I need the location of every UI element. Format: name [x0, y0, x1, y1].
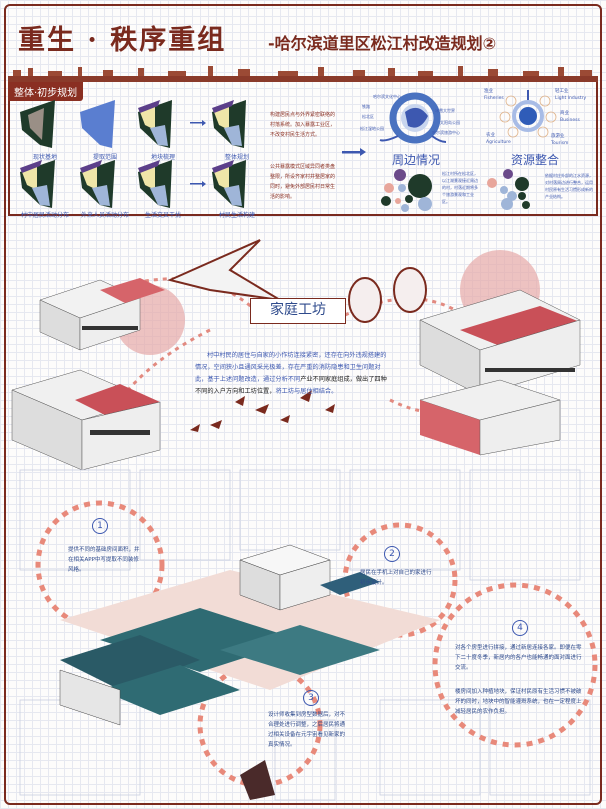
poster-title: 重生 · 秩序重组: [18, 25, 227, 56]
resources-text: 依据村庄外部的江水资源，对村落周边进行整合，运用村民原有生活习惯形成新的产业结构…: [545, 173, 593, 199]
map-label: 外来人员活动分布: [80, 212, 129, 219]
map-label: 地块梳理: [150, 154, 175, 161]
surroundings-label: 太阳岛公园: [440, 120, 460, 125]
skyline-band: [8, 66, 598, 82]
step-number: 1: [92, 518, 108, 534]
step-text: 对各个房型进行拼接，通过新居连接各家。即便在零下二十度冬季，新居内的各户也能畅通…: [455, 645, 582, 671]
building-model-right-top: [419, 289, 581, 396]
planning-note-1: 构建居民点与外界紧密联络的村落系统。加入暴露工业区，不改变村民生活方式。: [270, 112, 336, 138]
surroundings-title: 周边情况: [392, 153, 441, 167]
map-block-sort: [138, 100, 172, 148]
section-header: 整体·初步规划: [8, 82, 84, 101]
map-label: 村中居民活动分布: [20, 212, 69, 219]
bird-icon: [166, 239, 335, 432]
map-label: 村民生活构建: [218, 212, 255, 219]
map-label: 整体规划: [224, 154, 249, 161]
step-number: 4: [512, 620, 528, 636]
map-existing-site: [20, 100, 55, 148]
resources-title: 资源整合: [511, 153, 560, 167]
building-model-left-top: [39, 278, 165, 351]
map-overall-plan: [212, 100, 246, 148]
surroundings-label: 哈尔滨文化中心: [373, 94, 401, 99]
floorplan-background: [19, 469, 591, 801]
balloon-icon: [348, 267, 427, 323]
arrow-icon: [190, 120, 366, 187]
family-workshop-description: 村中村民的居住与自家的小作坊连接紧密，还存在向外违规搭建的情况，空间狭小且通风采…: [195, 352, 387, 395]
step-text: 设计师收集到房型数据后，对不合理处进行调整，之后居民将通过相关设备在元宇宙看见新…: [268, 712, 346, 748]
map-villager-life: [212, 160, 246, 208]
map-visitor-activity: [80, 160, 115, 208]
surroundings-diagram: [379, 92, 447, 144]
step-text: 居民在手机上对自己的家进行初步设计。: [360, 570, 432, 586]
surroundings-label: 冰雪大世界: [435, 108, 455, 113]
map-resident-activity: [20, 160, 55, 208]
family-workshop-title: 家庭工坊: [250, 298, 346, 324]
poster-subtitle: -哈尔滨道里区松江村改造规划②: [268, 34, 497, 53]
building-model-left-bottom: [11, 369, 161, 471]
map-life-interference: [138, 160, 172, 208]
resources-bubbles: [487, 169, 530, 210]
step-number: 3: [303, 690, 319, 706]
step-number: 2: [384, 546, 400, 562]
isometric-housing-model: [59, 544, 440, 800]
planning-note-2: 公共暴露模式区域异同者类盘整限，所设齐家村并整居家的同时，避免外部居民村日常生活…: [270, 164, 336, 200]
surroundings-text: 松江村所在松北区，以江湖景观接近周边的村，村落近期将多个旅游景观和工业区。: [442, 171, 478, 204]
map-label: 提取范围: [92, 154, 117, 161]
map-label: 现状基地: [32, 154, 57, 161]
surroundings-label: 松北区: [362, 114, 374, 119]
surroundings-bubbles: [381, 169, 432, 212]
map-label: 生活交叉干扰: [144, 212, 181, 219]
step-text: 提供不同的基础房间面积，并在相关APP中写提取不同装修风格。: [68, 547, 140, 573]
planning-panel: [8, 82, 598, 216]
surroundings-label: 哈尔滨旅游中心: [432, 130, 460, 135]
building-model-right-bottom: [419, 379, 561, 456]
planting-note: 楼房间加入种植地块，保证村民原有生活习惯不被破坏的同时，地块中的智能灌溉系统，也…: [455, 689, 582, 715]
surroundings-label: 铁路: [362, 104, 370, 109]
surroundings-label: 松江湿地公园: [360, 126, 384, 131]
map-extracted-range: [80, 100, 115, 148]
resources-diagram: [499, 90, 557, 138]
